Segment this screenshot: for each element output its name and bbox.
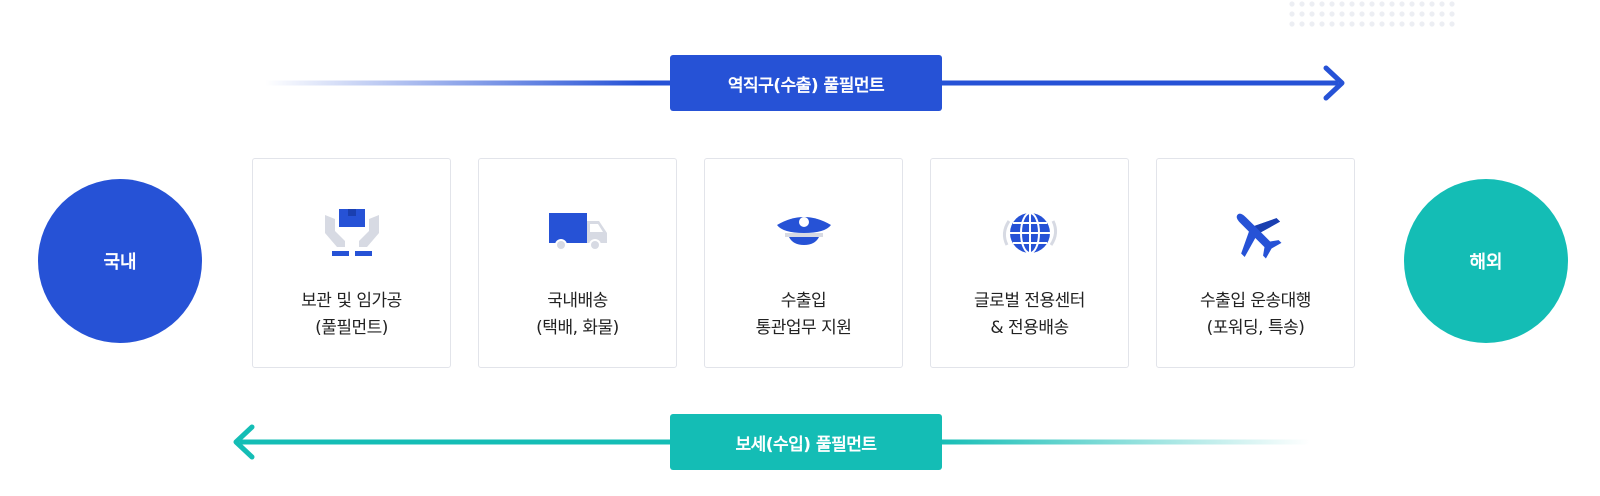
service-card-forwarding: 수출입 운송대행 (포워딩, 특송) xyxy=(1156,158,1355,368)
service-card-global-center: 글로벌 전용센터 & 전용배송 xyxy=(930,158,1129,368)
service-title: 국내배송 xyxy=(547,291,608,311)
service-title: 수출입 운송대행 xyxy=(1200,291,1311,311)
decorative-dot-pattern xyxy=(1289,1,1455,27)
service-subtitle: (포워딩, 특송) xyxy=(1206,318,1305,338)
domestic-node: 국내 xyxy=(38,179,202,343)
service-subtitle: & 전용배송 xyxy=(990,318,1069,338)
service-card-customs: 수출입 통관업무 지원 xyxy=(704,158,903,368)
service-card-storage: 보관 및 임가공 (풀필먼트) xyxy=(252,158,451,368)
overseas-label: 해외 xyxy=(1469,252,1503,273)
customs-officer-cap-icon xyxy=(769,203,839,263)
delivery-truck-icon xyxy=(543,203,613,263)
service-subtitle: (풀필먼트) xyxy=(315,318,388,338)
service-title: 수출입 xyxy=(780,291,827,311)
globe-icon xyxy=(995,203,1065,263)
export-fulfillment-banner: 역직구(수출) 풀필먼트 xyxy=(670,55,942,111)
domestic-label: 국내 xyxy=(103,252,137,273)
overseas-node: 해외 xyxy=(1404,179,1568,343)
service-title: 보관 및 임가공 xyxy=(301,291,402,311)
service-subtitle: 통관업무 지원 xyxy=(755,318,852,338)
airplane-icon xyxy=(1221,203,1291,263)
import-fulfillment-banner: 보세(수입) 풀필먼트 xyxy=(670,414,942,470)
service-card-domestic-delivery: 국내배송 (택배, 화물) xyxy=(478,158,677,368)
hands-box-icon xyxy=(317,203,387,263)
service-title: 글로벌 전용센터 xyxy=(974,291,1085,311)
service-subtitle: (택배, 화물) xyxy=(536,318,619,338)
